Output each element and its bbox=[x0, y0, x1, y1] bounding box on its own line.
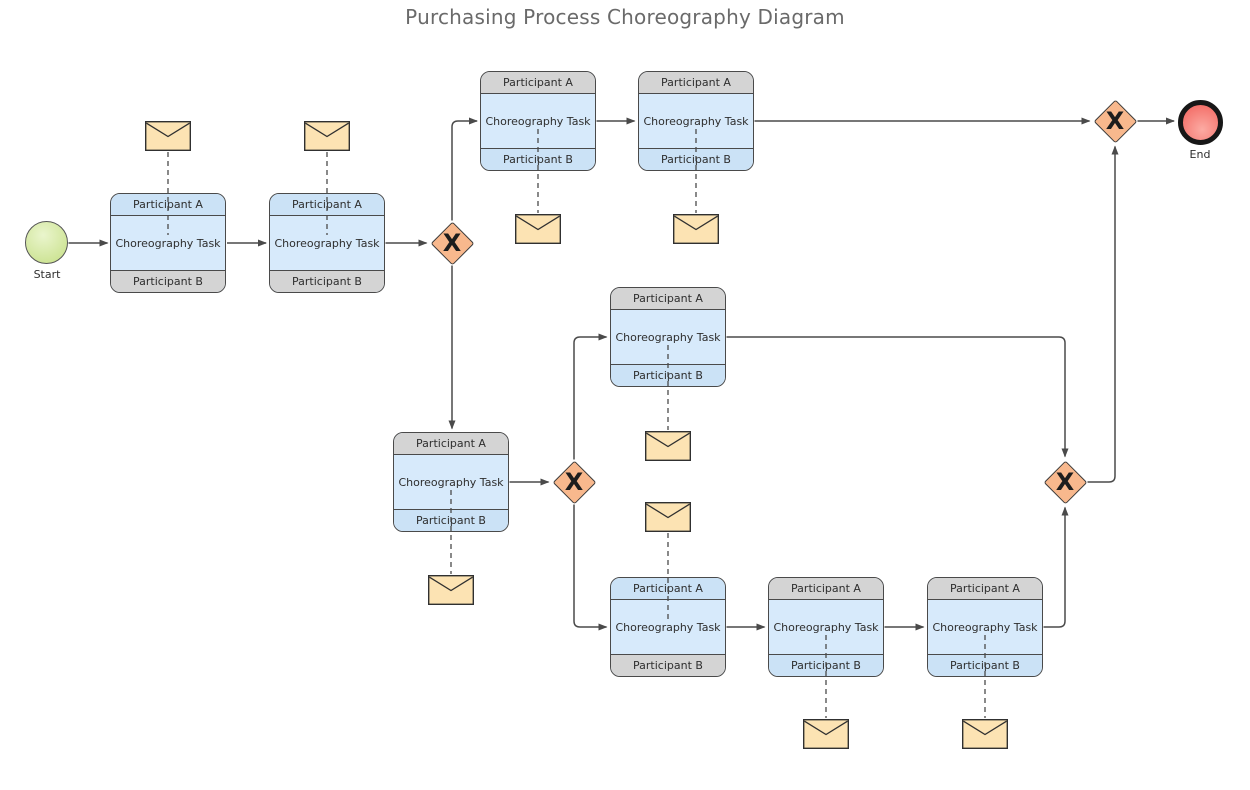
choreography-task-3: Participant A Choreography Task Particip… bbox=[480, 71, 596, 171]
message-envelope-icon bbox=[802, 718, 849, 750]
participant-b-band: Participant B bbox=[394, 509, 508, 531]
participant-a-band: Participant A bbox=[769, 578, 883, 600]
message-envelope-icon bbox=[514, 213, 561, 245]
sequence-flow bbox=[573, 504, 608, 631]
sequence-flow bbox=[573, 333, 608, 460]
message-envelope-icon bbox=[644, 430, 691, 462]
participant-b-band: Participant B bbox=[611, 364, 725, 386]
participant-b-band: Participant B bbox=[639, 148, 753, 170]
sequence-flow bbox=[1087, 145, 1119, 483]
sequence-flow bbox=[1043, 506, 1069, 628]
sequence-flow bbox=[451, 117, 478, 221]
message-envelope-icon bbox=[144, 120, 191, 152]
participant-a-band: Participant A bbox=[928, 578, 1042, 600]
message-envelope-icon bbox=[427, 574, 474, 606]
participant-b-band: Participant B bbox=[928, 654, 1042, 676]
participant-b-band: Participant B bbox=[769, 654, 883, 676]
task-name: Choreography Task bbox=[115, 236, 221, 250]
gateway-x-icon: X bbox=[1055, 467, 1075, 496]
participant-b-band: Participant B bbox=[270, 270, 384, 292]
end-event bbox=[1178, 100, 1223, 145]
message-envelope-icon bbox=[303, 120, 350, 152]
participant-a-band: Participant A bbox=[111, 194, 225, 216]
task-name: Choreography Task bbox=[932, 620, 1038, 634]
task-name: Choreography Task bbox=[615, 330, 721, 344]
diagram-title: Purchasing Process Choreography Diagram bbox=[405, 5, 845, 29]
message-envelope-icon bbox=[672, 213, 719, 245]
choreography-task-4: Participant A Choreography Task Particip… bbox=[638, 71, 754, 171]
sequence-flow bbox=[726, 336, 1069, 458]
gateway-x-icon: X bbox=[442, 228, 462, 257]
task-name: Choreography Task bbox=[274, 236, 380, 250]
task-name: Choreography Task bbox=[643, 114, 749, 128]
choreography-task-2: Participant A Choreography Task Particip… bbox=[269, 193, 385, 293]
task-name: Choreography Task bbox=[615, 620, 721, 634]
participant-a-band: Participant A bbox=[481, 72, 595, 94]
choreography-task-8: Participant A Choreography Task Particip… bbox=[768, 577, 884, 677]
choreography-task-9: Participant A Choreography Task Particip… bbox=[927, 577, 1043, 677]
choreography-task-5: Participant A Choreography Task Particip… bbox=[393, 432, 509, 532]
participant-a-band: Participant A bbox=[394, 433, 508, 455]
choreography-task-1: Participant A Choreography Task Particip… bbox=[110, 193, 226, 293]
gateway-x-icon: X bbox=[564, 467, 584, 496]
participant-a-band: Participant A bbox=[611, 578, 725, 600]
exclusive-gateway-3: X bbox=[1043, 460, 1087, 504]
participant-b-band: Participant B bbox=[111, 270, 225, 292]
gateway-x-icon: X bbox=[1105, 106, 1125, 135]
choreography-task-6: Participant A Choreography Task Particip… bbox=[610, 287, 726, 387]
end-event-label: End bbox=[1189, 148, 1211, 161]
participant-a-band: Participant A bbox=[639, 72, 753, 94]
task-name: Choreography Task bbox=[398, 475, 504, 489]
participant-a-band: Participant A bbox=[270, 194, 384, 216]
exclusive-gateway-1: X bbox=[430, 221, 474, 265]
start-event bbox=[25, 221, 68, 264]
message-envelope-icon bbox=[961, 718, 1008, 750]
exclusive-gateway-2: X bbox=[552, 460, 596, 504]
choreography-task-7: Participant A Choreography Task Particip… bbox=[610, 577, 726, 677]
start-event-label: Start bbox=[33, 268, 61, 281]
task-name: Choreography Task bbox=[773, 620, 879, 634]
message-envelope-icon bbox=[644, 501, 691, 533]
participant-b-band: Participant B bbox=[611, 654, 725, 676]
participant-a-band: Participant A bbox=[611, 288, 725, 310]
exclusive-gateway-4: X bbox=[1093, 99, 1137, 143]
task-name: Choreography Task bbox=[485, 114, 591, 128]
participant-b-band: Participant B bbox=[481, 148, 595, 170]
